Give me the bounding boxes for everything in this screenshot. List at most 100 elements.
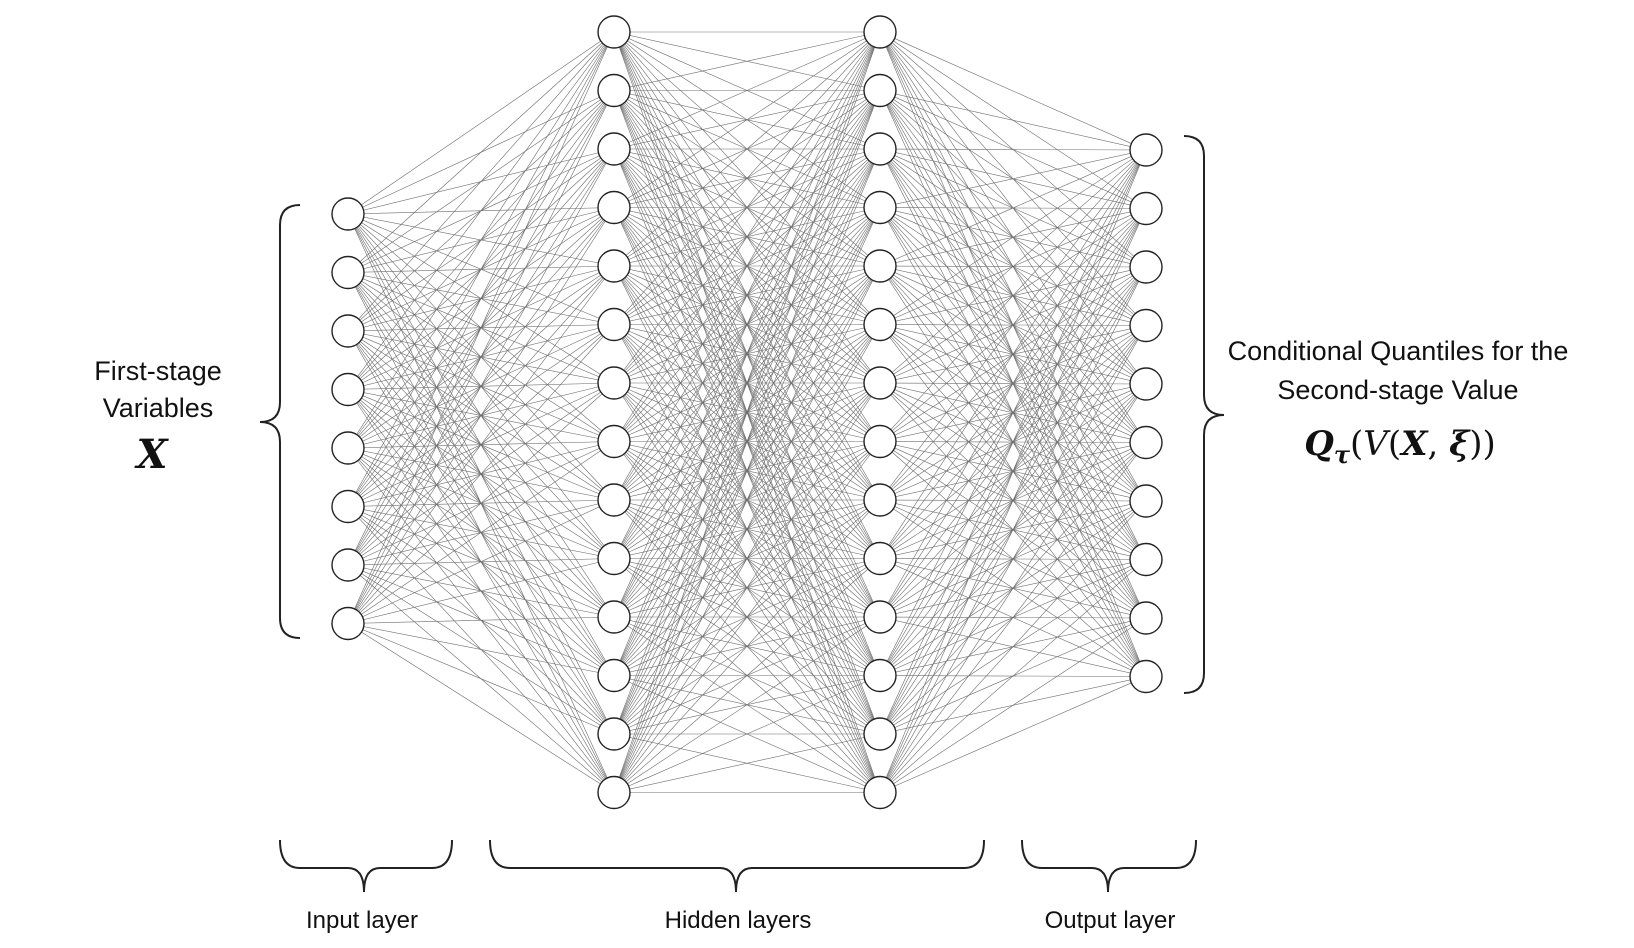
connections [347,31,1147,793]
input-title-line1: First-stage [94,356,222,386]
formula-tau: τ [1334,440,1351,469]
hidden-1-node [597,366,631,400]
output-node [1129,542,1163,577]
output-title-line1: Conditional Quantiles for the [1228,336,1569,366]
connection-line [613,733,881,793]
connection-line [879,325,1147,793]
connection-line [879,149,1147,793]
connection-line [613,31,881,442]
input-brace [259,204,301,639]
hidden-1-node [597,190,631,225]
connection-line [613,207,881,793]
input-symbol: X [133,431,169,478]
output-node [1129,133,1163,167]
hidden-2-node [863,249,897,283]
connection-line [879,149,1147,325]
input-title-line2: Variables [103,393,214,423]
connection-line [613,441,881,793]
connection-line [613,31,881,501]
output-node [1129,191,1163,226]
connection-line [879,208,1147,793]
input-node [331,489,365,524]
connection-line [347,441,615,624]
connection-line [613,31,881,735]
input-node [331,314,365,348]
input-node [331,372,365,407]
connection-line [879,442,1147,793]
connection-line [879,559,1147,793]
connection-line [347,31,615,390]
connection-line [347,623,615,676]
connection-line [347,324,615,624]
connection-line [613,31,881,91]
connection-line [879,90,1147,151]
output-node [1129,250,1163,284]
connection-line [613,31,881,793]
hidden-2-node [863,541,897,576]
output-title-line2: Second-stage Value [1277,375,1518,405]
output-formula: Qτ(V(X, ξ)) [1304,424,1496,469]
connection-line [613,675,881,793]
formula-x: X [1399,424,1429,464]
hidden-2-node [863,483,897,517]
connection-line [347,382,615,624]
hidden-2-node [863,15,897,49]
input-node [331,197,365,231]
hidden-2-node [863,717,897,751]
connection-line [879,149,1147,618]
connection-line [879,149,1147,267]
connection-line [613,31,881,676]
connection-line [879,148,1147,151]
hidden-1-node [597,73,631,108]
input-node [331,255,365,290]
hidden-1-node [597,775,631,810]
output-node [1129,367,1163,401]
formula-close: )) [1469,424,1496,464]
connection-line [879,676,1147,793]
connection-line [879,149,1147,208]
formula-q: Q [1304,424,1334,464]
hidden-2-node [863,658,897,693]
formula-comma: , [1427,424,1449,464]
hidden-1-node [597,717,631,751]
connection-line [347,623,615,793]
hidden-1-node [597,307,631,342]
output-node [1129,425,1163,460]
connection-line [613,31,881,559]
hidden-2-node [863,424,897,459]
connection-line [613,265,881,793]
output-node [1129,308,1163,343]
hidden-2-node [863,132,897,166]
input-layer-brace [279,839,453,893]
connection-line [347,623,615,735]
connection-line [347,499,615,624]
connection-line [613,324,881,793]
connection-line [347,90,615,624]
connection-line [879,149,1147,384]
connection-line [613,31,881,384]
connection-line [613,31,881,267]
hidden-1-node [597,483,631,517]
connection-line [879,149,1147,559]
hidden-layers-label: Hidden layers [665,907,812,934]
connection-line [613,148,881,793]
hidden-1-node [597,424,631,459]
hidden-1-node [597,132,631,166]
connection-line [347,616,615,624]
formula-open2: ( [1388,424,1401,464]
formula-open: ( [1350,424,1363,464]
connection-line [347,31,615,215]
connection-line [613,31,881,150]
connection-line [613,558,881,793]
connection-line [613,499,881,793]
connection-line [879,31,1147,151]
connection-line [879,617,1147,793]
hidden-layers-brace [489,839,985,893]
output-layer-label: Output layer [1045,907,1176,934]
formula-xi: ξ [1449,424,1471,464]
connection-line [613,382,881,793]
output-node [1129,601,1163,635]
connection-line [613,90,881,793]
hidden-2-node [863,775,897,810]
